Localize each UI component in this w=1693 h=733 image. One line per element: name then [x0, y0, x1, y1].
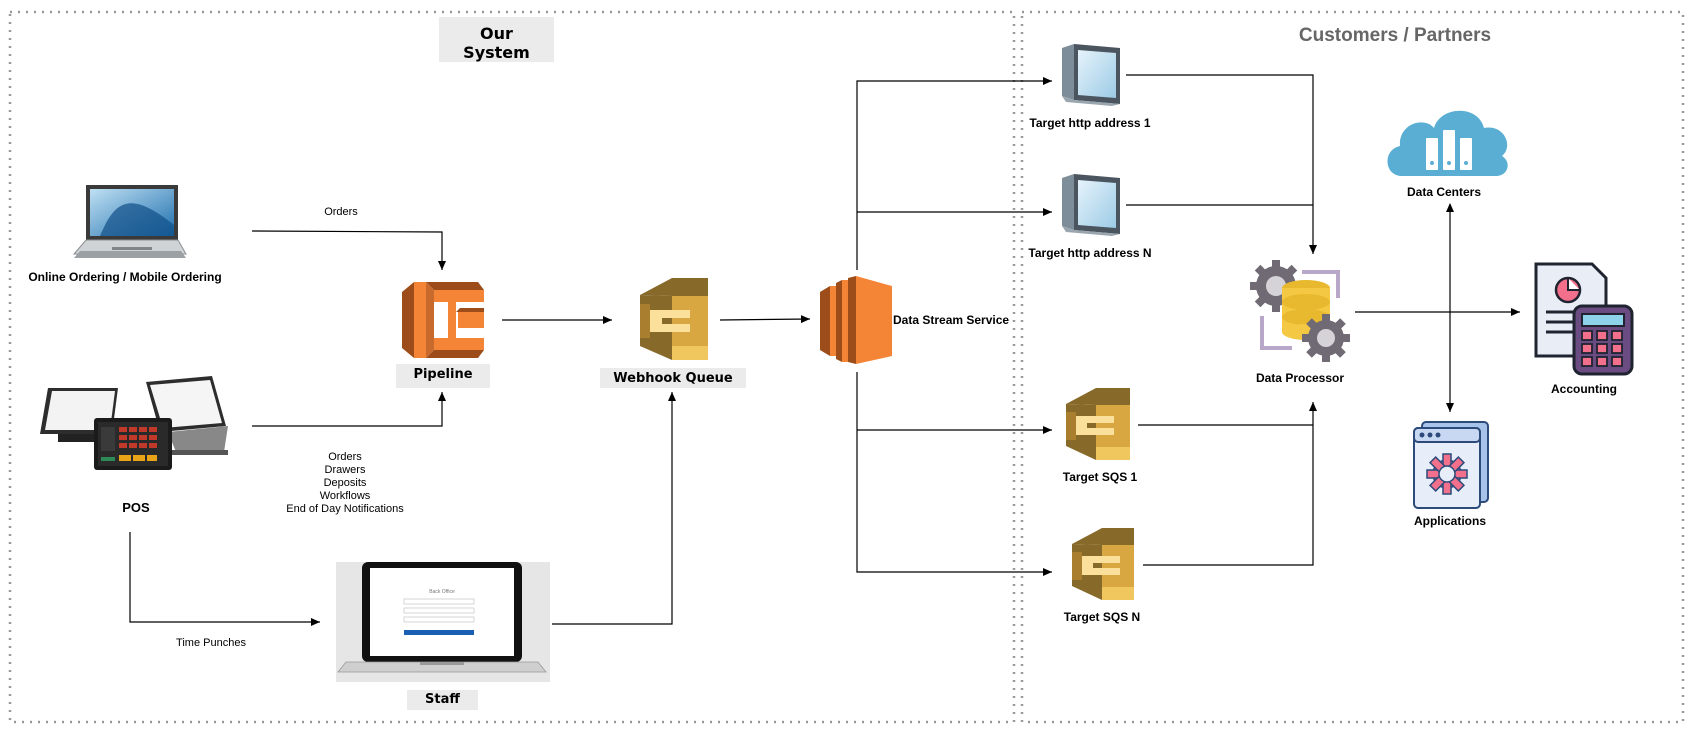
connectors [129, 74, 1520, 626]
edge-pos-pipeline [252, 392, 446, 427]
pos-event-end-of-day: End of Day Notifications [286, 503, 404, 515]
applications-label: Applications [1413, 514, 1486, 528]
target-http-1-label: Target http address 1 [1029, 116, 1151, 130]
data-stream-label: Data Stream Service [893, 313, 1010, 327]
edge-sqsn-processor [1143, 425, 1314, 566]
our-system-title: Our System [463, 24, 530, 62]
data-processor-icon [1250, 260, 1350, 362]
pipeline-icon [402, 282, 484, 358]
edge-online-pipeline [251, 230, 446, 270]
edge-staff-webhook [552, 392, 676, 625]
laptop-icon [72, 185, 187, 258]
edge-sqs1-processor [1138, 402, 1317, 426]
edge-stream-targets-top [856, 77, 1052, 270]
time-punches-edge-label: Time Punches [176, 637, 246, 649]
target-sqs-1-icon [1066, 388, 1130, 460]
edge-stream-targets-bottom [856, 372, 1052, 576]
target-sqs-n-icon [1072, 528, 1134, 600]
target-http-1-icon [1062, 44, 1120, 106]
pos-label: POS [122, 500, 150, 515]
pos-event-drawers: Drawers [324, 464, 366, 476]
customers-partners-title: Customers / Partners [1298, 25, 1492, 46]
edge-pos-staff [129, 532, 320, 626]
webhook-queue-label: Webhook Queue [600, 371, 746, 386]
data-processor-label: Data Processor [1255, 371, 1345, 385]
staff-laptop-icon [336, 562, 550, 682]
edge-webhook-stream [719, 315, 811, 324]
orders-edge-label: Orders [324, 206, 358, 218]
target-http-n-icon [1062, 174, 1120, 236]
data-stream-icon [820, 276, 892, 364]
our-system-section [8, 10, 1016, 724]
online-ordering-label: Online Ordering / Mobile Ordering [28, 270, 222, 284]
cloud-servers-icon [1387, 110, 1508, 176]
customers-section [1020, 10, 1685, 724]
data-centers-label: Data Centers [1406, 185, 1482, 199]
pos-terminal-icon [40, 376, 228, 470]
pipeline-label: Pipeline [396, 367, 490, 382]
application-window-gear-icon [1413, 421, 1489, 509]
edge-http1-processor [1126, 74, 1317, 254]
staff-screen-title: Back Office [429, 589, 455, 595]
target-sqs-1-label: Target SQS 1 [1062, 470, 1138, 484]
target-http-n-label: Target http address N [1028, 246, 1152, 260]
pos-event-orders: Orders [328, 451, 362, 463]
webhook-queue-icon [640, 278, 708, 360]
accounting-calculator-icon [1534, 262, 1634, 376]
accounting-label: Accounting [1551, 382, 1617, 396]
our-system-title-bg [439, 17, 554, 62]
pos-events-label: Orders Drawers Deposits Workflows End of… [280, 451, 410, 516]
staff-label: Staff [407, 692, 478, 707]
pos-event-deposits: Deposits [323, 477, 367, 489]
pos-event-workflows: Workflows [319, 490, 371, 502]
target-sqs-n-label: Target SQS N [1063, 610, 1141, 624]
